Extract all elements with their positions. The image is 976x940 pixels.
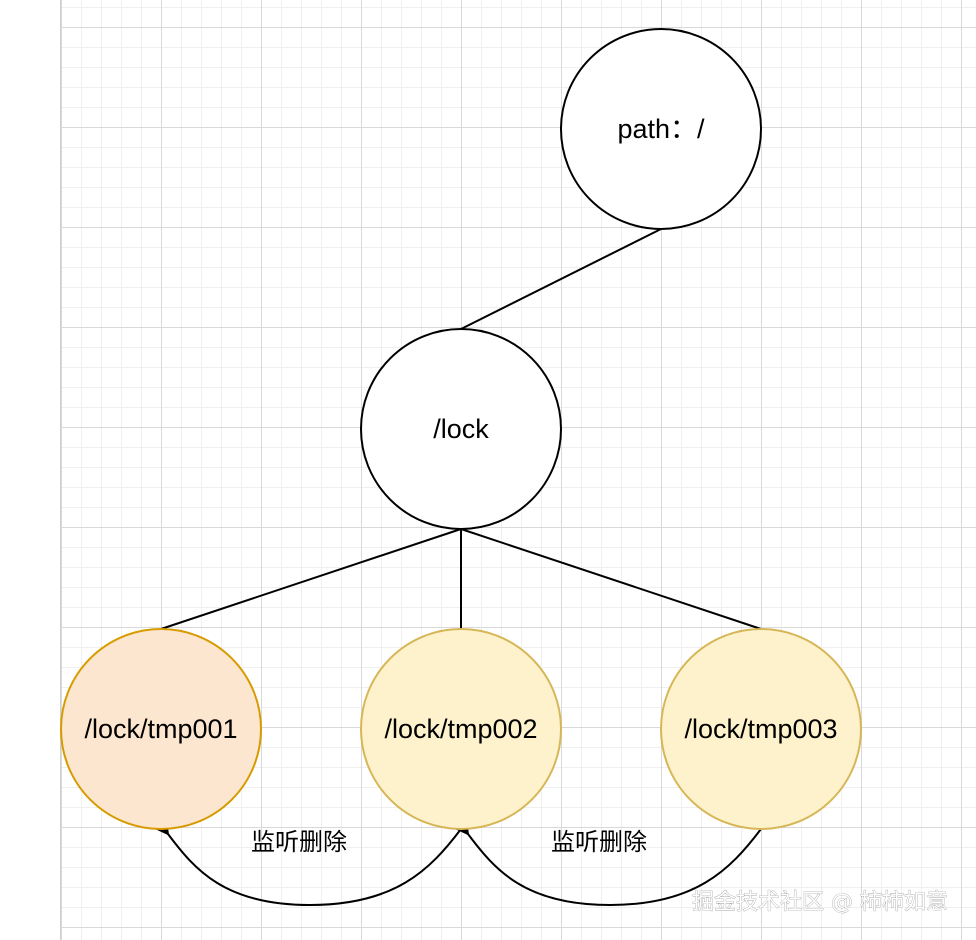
edge-lock-tmp003 [460, 528, 762, 630]
node-tmp003-label: /lock/tmp003 [684, 714, 837, 744]
node-tmp003: /lock/tmp003 [660, 628, 862, 830]
node-root: path：/ [560, 28, 762, 230]
watch-label-1: 监听删除 [251, 828, 347, 856]
edge-lock-tmp001 [160, 528, 462, 630]
node-tmp002-label: /lock/tmp002 [384, 714, 537, 744]
node-tmp002: /lock/tmp002 [360, 628, 562, 830]
watch-arrow-tmp002-to-tmp001 [155, 821, 462, 907]
node-tmp001-label: /lock/tmp001 [84, 714, 237, 744]
node-root-label: path：/ [617, 114, 705, 144]
node-tmp001: /lock/tmp001 [60, 628, 262, 830]
node-lock: /lock [360, 328, 562, 530]
canvas-left-margin [0, 0, 61, 940]
watch-arrow-tmp003-to-tmp002 [455, 821, 762, 907]
node-lock-label: /lock [433, 414, 489, 444]
watermark: 掘金技术社区 @ 柿柿如意 [692, 890, 948, 915]
edge-root-lock [460, 228, 662, 330]
watch-label-2: 监听删除 [551, 828, 647, 856]
